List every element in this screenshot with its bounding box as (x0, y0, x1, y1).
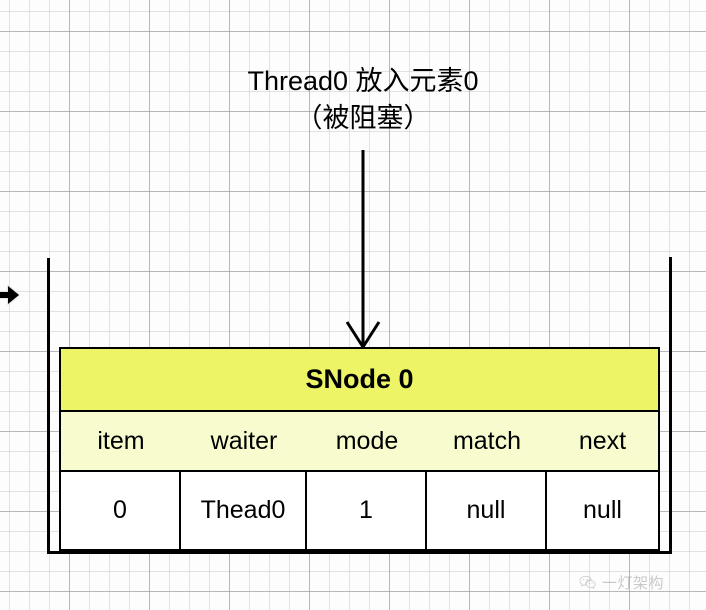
column-header-waiter: waiter (210, 426, 278, 455)
container-right-wall (669, 257, 672, 554)
snode-value-row: 0 Thead0 1 null null (61, 472, 658, 549)
snode-table: SNode 0 item waiter mode match next 0 Th… (59, 347, 660, 551)
snode-table-header: SNode 0 (61, 349, 658, 412)
value-waiter: Thead0 (181, 472, 307, 549)
value-next: null (583, 496, 622, 524)
watermark-text: 一灯架构 (602, 575, 665, 592)
snode-column-header-row: item waiter mode match next (61, 412, 658, 472)
title-line-2: （被阻塞） (295, 103, 431, 133)
column-header-next: next (578, 426, 627, 455)
wechat-logo-icon (579, 575, 596, 590)
value-item: 0 (61, 472, 181, 549)
column-header-item: item (97, 426, 145, 455)
value-mode: 1 (307, 472, 427, 549)
column-header-mode: mode (335, 426, 399, 455)
diagram-title: Thread0 放入元素0 （被阻塞） (163, 63, 563, 137)
watermark: 一灯架构 (578, 572, 664, 593)
column-header-match: match (452, 426, 522, 455)
incoming-connector-arrow-icon (0, 284, 21, 306)
container-bottom-wall (47, 551, 672, 554)
value-match: null (427, 472, 547, 549)
container-left-wall (47, 258, 50, 554)
downward-arrow (345, 150, 381, 348)
title-line-1: Thread0 放入元素0 (247, 66, 479, 96)
